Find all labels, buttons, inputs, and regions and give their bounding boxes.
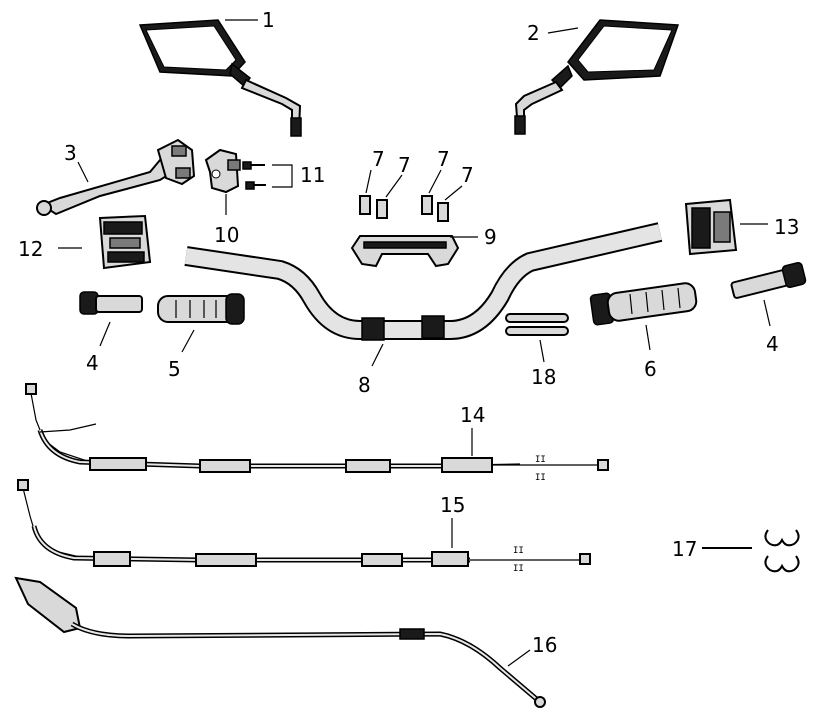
label-11: 11 bbox=[300, 163, 325, 187]
label-7c: 7 bbox=[437, 147, 450, 171]
bar-end-weight-left-icon bbox=[79, 291, 143, 315]
handlebar-icon bbox=[184, 222, 663, 341]
label-3: 3 bbox=[64, 141, 77, 165]
screw-icon bbox=[242, 161, 266, 190]
switch-left-icon bbox=[98, 214, 152, 270]
label-12: 12 bbox=[18, 237, 43, 261]
label-2: 2 bbox=[527, 21, 540, 45]
label-6: 6 bbox=[644, 357, 657, 381]
label-15: 15 bbox=[440, 493, 465, 517]
label-7b: 7 bbox=[398, 153, 411, 177]
label-16: 16 bbox=[532, 633, 557, 657]
bar-end-weight-right-icon bbox=[730, 262, 807, 299]
label-4b: 4 bbox=[766, 332, 779, 356]
mirror-right-icon bbox=[514, 19, 680, 135]
svg-text:II: II bbox=[535, 473, 546, 483]
switch-right-icon bbox=[684, 198, 738, 256]
clutch-cable-icon bbox=[14, 576, 546, 708]
label-8: 8 bbox=[358, 373, 371, 397]
label-4: 4 bbox=[86, 351, 99, 375]
label-7: 7 bbox=[372, 147, 385, 171]
svg-text:II: II bbox=[513, 564, 524, 574]
label-1: 1 bbox=[262, 8, 275, 32]
throttle-cable-2-icon: II II bbox=[17, 479, 591, 574]
bolt-icon bbox=[359, 195, 449, 222]
strap-icon bbox=[505, 313, 569, 336]
label-5: 5 bbox=[168, 357, 181, 381]
svg-text:II: II bbox=[535, 455, 546, 465]
svg-text:II: II bbox=[513, 546, 524, 556]
lever-icon bbox=[36, 138, 196, 216]
label-18: 18 bbox=[531, 365, 556, 389]
label-17: 17 bbox=[672, 537, 697, 561]
clamp-icon bbox=[350, 235, 460, 268]
throttle-cable-1-icon: II II bbox=[25, 383, 609, 483]
mirror-left-icon bbox=[138, 19, 302, 137]
grip-left-icon bbox=[157, 293, 245, 325]
label-13: 13 bbox=[774, 215, 799, 239]
throttle-grip-icon bbox=[589, 282, 698, 326]
label-7d: 7 bbox=[461, 163, 474, 187]
label-10: 10 bbox=[214, 223, 239, 247]
bracket-icon bbox=[204, 148, 241, 194]
label-9: 9 bbox=[484, 225, 497, 249]
label-14: 14 bbox=[460, 403, 485, 427]
clip-icon bbox=[764, 529, 800, 573]
